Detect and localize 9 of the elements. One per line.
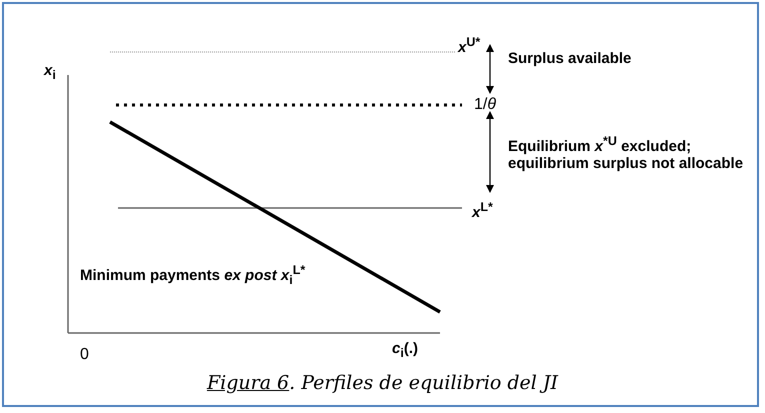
annotation-text: Equilibrium x$^{*U}$ excluded; equilibrium surplus not allocable (508, 133, 744, 172)
figure-caption: Figura 6. Perfiles de equilibrio del JI (206, 372, 560, 394)
tick-label: 0 (80, 346, 89, 363)
annotation-text: Surplus available (508, 50, 632, 67)
axis-value-label: x$^{L*}$ (472, 199, 493, 221)
axis-label: x$_{i}$ (44, 62, 56, 84)
axis-label: c$_{i}$(.) (392, 340, 418, 362)
axis-value-label: x$^{U*}$ (458, 34, 480, 56)
axis-value-label: 1/θ (474, 96, 496, 113)
